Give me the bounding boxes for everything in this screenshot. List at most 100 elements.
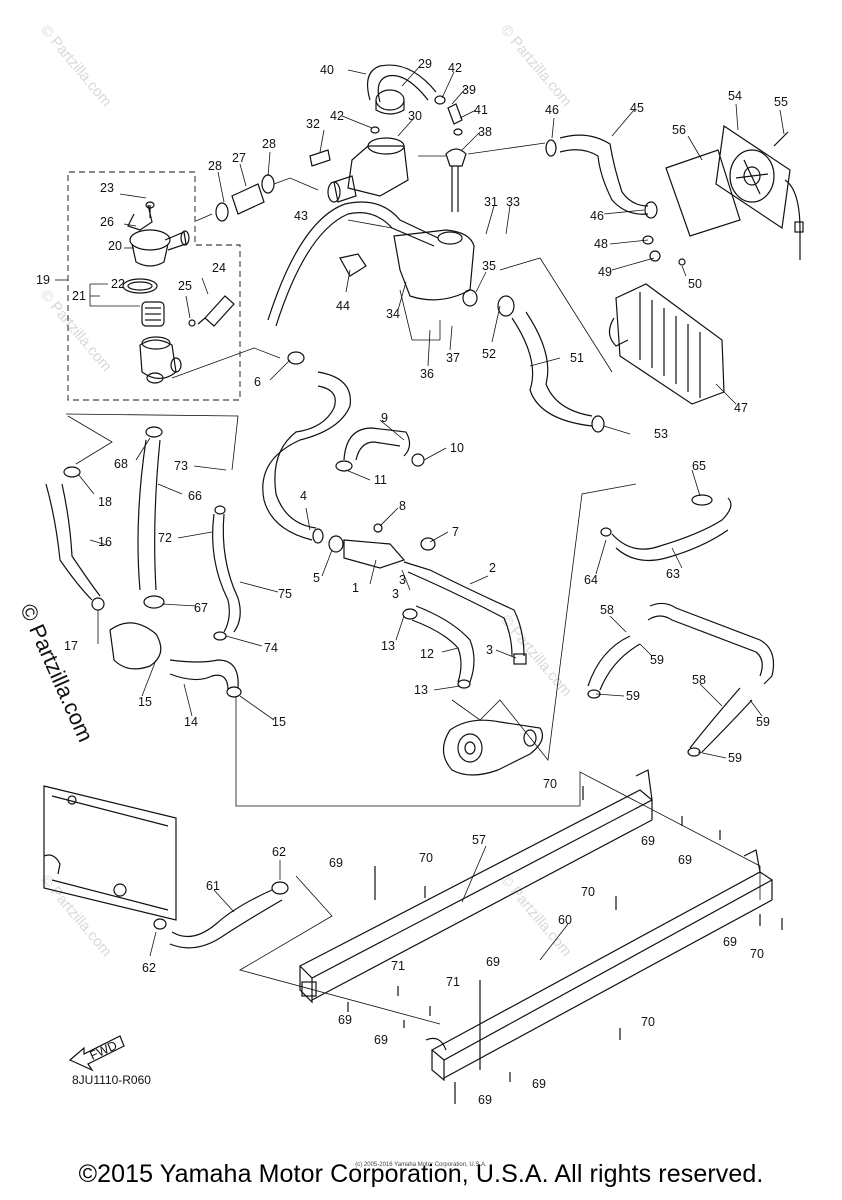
callout-69f: 69: [338, 1013, 352, 1027]
callout-31: 31: [484, 195, 498, 209]
callout-3: 3: [399, 573, 406, 587]
callout-5: 5: [313, 571, 320, 585]
callout-1: 1: [352, 581, 359, 595]
pipe-2-part: [328, 523, 527, 665]
hose-9-part: [335, 427, 425, 472]
callout-59c: 59: [756, 715, 770, 729]
hose-63-part: [600, 494, 732, 561]
callout-28b: 28: [262, 137, 276, 151]
thermostat-assembly-box: [55, 171, 241, 401]
callout-46: 46: [545, 103, 559, 117]
callout-11: 11: [374, 473, 387, 487]
callout-27: 27: [232, 151, 246, 165]
callout-71b: 71: [446, 975, 460, 989]
callout-35: 35: [482, 259, 496, 273]
rivets: [347, 786, 783, 1104]
callout-39: 39: [462, 83, 476, 97]
callout-72: 72: [158, 531, 172, 545]
callout-70c: 70: [581, 885, 595, 899]
callout-25: 25: [178, 279, 192, 293]
callout-14: 14: [184, 715, 198, 729]
callout-15b: 15: [272, 715, 286, 729]
callout-9: 9: [381, 411, 388, 425]
reservoir-tank-part: [267, 201, 478, 341]
cooling-fan-part: [665, 124, 804, 260]
hose-16-part: [45, 466, 105, 611]
water-pump-part: [442, 483, 637, 776]
hose-4-part: [171, 347, 351, 544]
hose-58-part: [587, 602, 775, 757]
callout-57: 57: [472, 833, 486, 847]
callout-66: 66: [188, 489, 202, 503]
fwd-label: FWD: [88, 1038, 120, 1063]
callout-55: 55: [774, 95, 788, 109]
callout-54: 54: [728, 89, 742, 103]
side-pipe-60-part: [425, 771, 774, 1082]
callout-40: 40: [320, 63, 334, 77]
callout-labels: 1 2 3 3 3 4 5 6 7 8 9 10 11 12 13 13 14 …: [36, 57, 788, 1107]
callout-13: 13: [381, 639, 395, 653]
callout-53: 53: [654, 427, 668, 441]
callout-62b: 62: [142, 961, 156, 975]
watermark-text: © Partzilla.com: [497, 612, 575, 700]
copyright-notice: ©2015 Yamaha Motor Corporation, U.S.A. A…: [78, 1160, 764, 1188]
callout-64: 64: [584, 573, 598, 587]
leader-lines: [77, 65, 785, 961]
callout-58: 58: [600, 603, 614, 617]
callout-36: 36: [420, 367, 434, 381]
small-copyright: (c) 2005-2016 Yamaha Motor Corporation, …: [355, 1162, 487, 1168]
callout-19: 19: [36, 273, 50, 287]
callout-12: 12: [420, 647, 434, 661]
watermark-text: © Partzilla.com: [37, 872, 115, 960]
fwd-arrow-icon: FWD: [68, 1035, 125, 1072]
callout-13b: 13: [414, 683, 428, 697]
callout-43: 43: [294, 209, 308, 223]
callout-2: 2: [489, 561, 496, 575]
hose-12-part: [402, 605, 475, 689]
callout-70: 70: [419, 851, 433, 865]
callout-69b: 69: [641, 834, 655, 848]
callout-6: 6: [254, 375, 261, 389]
callout-70e: 70: [641, 1015, 655, 1029]
callout-59b: 59: [626, 689, 640, 703]
callout-15: 15: [138, 695, 152, 709]
callout-68: 68: [114, 457, 128, 471]
callout-69i: 69: [478, 1093, 492, 1107]
callout-49: 49: [598, 265, 612, 279]
callout-10: 10: [450, 441, 464, 455]
hose-45-part: [545, 134, 658, 219]
hose-61-part: [153, 875, 441, 1025]
callout-69c: 69: [678, 853, 692, 867]
callout-65: 65: [692, 459, 706, 473]
callout-46b: 46: [590, 209, 604, 223]
callout-3b: 3: [392, 587, 399, 601]
hose-14-part: [109, 622, 580, 807]
callout-70b: 70: [543, 777, 557, 791]
callout-69g: 69: [374, 1033, 388, 1047]
callout-73: 73: [174, 459, 188, 473]
left-radiator-part: [43, 785, 177, 921]
callout-32: 32: [306, 117, 320, 131]
callout-17: 17: [64, 639, 78, 653]
hose-66-part: [137, 426, 165, 609]
callout-42b: 42: [330, 109, 344, 123]
callout-71: 71: [391, 959, 405, 973]
callout-22: 22: [111, 277, 125, 291]
callout-3c: 3: [486, 643, 493, 657]
side-pipe-57-part: [298, 769, 654, 1004]
callout-47: 47: [734, 401, 748, 415]
callout-51: 51: [570, 351, 584, 365]
callout-37: 37: [446, 351, 460, 365]
watermark-text: © Partzilla.com: [37, 22, 115, 110]
callout-50: 50: [688, 277, 702, 291]
callout-69: 69: [329, 856, 343, 870]
callout-63: 63: [666, 567, 680, 581]
callout-28: 28: [208, 159, 222, 173]
callout-21: 21: [72, 289, 86, 303]
callout-61: 61: [206, 879, 220, 893]
callout-60: 60: [558, 913, 572, 927]
callout-69d: 69: [723, 935, 737, 949]
callout-56: 56: [672, 123, 686, 137]
radiator-part: [499, 235, 725, 405]
